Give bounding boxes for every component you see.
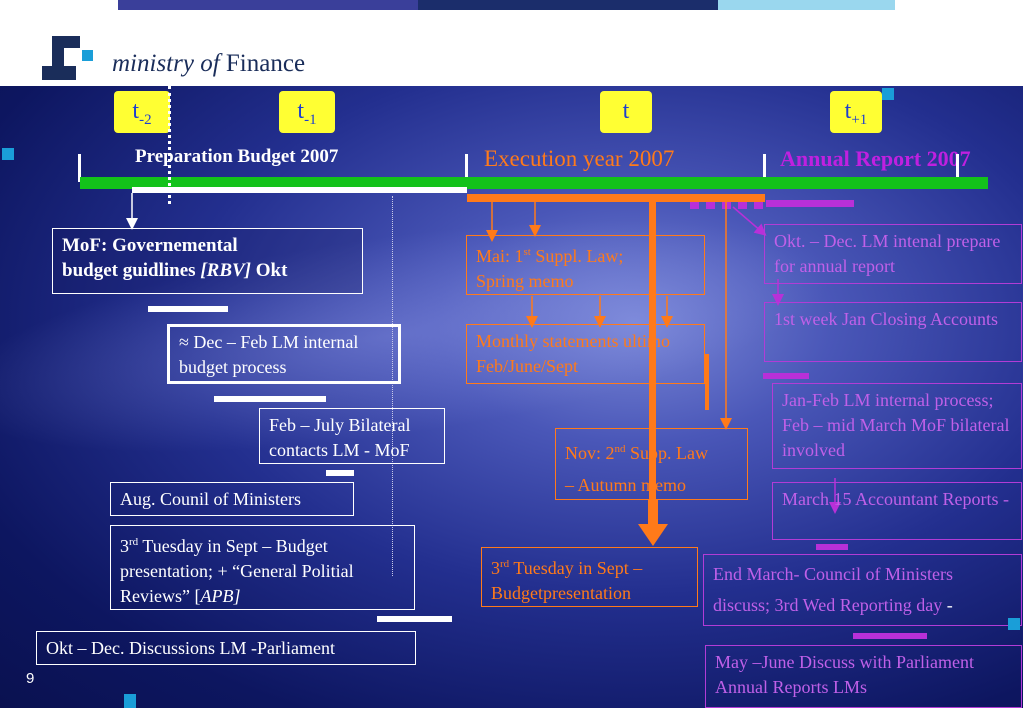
phase-preparation: Preparation Budget 2007 xyxy=(135,146,339,167)
dotted-line xyxy=(168,86,171,204)
top-strip-2 xyxy=(118,0,418,10)
may-june-box: May –June Discuss with Parliament Annual… xyxy=(705,645,1022,708)
marker-t-minus-2: t-2 xyxy=(114,91,170,133)
budget-presentation-box: 3rd Tuesday in Sept – Budget presentatio… xyxy=(110,525,415,610)
logo-text-plain: Finance xyxy=(225,50,306,77)
separator xyxy=(78,154,81,182)
deco-square xyxy=(124,694,136,708)
deco-square xyxy=(1008,618,1020,630)
ministry-logo-icon xyxy=(42,36,93,80)
separator xyxy=(763,154,766,182)
phase-annual-report: Annual Report 2007 xyxy=(780,146,971,171)
closing-accounts-box: 1st week Jan Closing Accounts xyxy=(764,302,1022,362)
marker-t-plus-1: t+1 xyxy=(830,91,882,133)
white-bar xyxy=(148,306,228,312)
arrow-down-icon xyxy=(638,500,668,546)
purple-bar xyxy=(816,544,848,550)
page-number: 9 xyxy=(26,670,35,687)
separator xyxy=(465,154,468,182)
mof-line1: MoF: Governemental xyxy=(62,235,238,256)
march15-box: March 15 Accountant Reports - xyxy=(772,482,1022,540)
bilateral-box: Feb – July Bilateral contacts LM - MoF xyxy=(259,408,445,464)
white-bar xyxy=(214,396,326,402)
suppl-law-2-box: Nov: 2nd Supp. Law – Autumn memo xyxy=(555,428,748,500)
timeline-green-bar xyxy=(80,177,988,189)
slide: t-2 t-1 t t+1 Preparation Budget 2007 Ex… xyxy=(0,86,1023,708)
deco-square xyxy=(2,148,14,160)
discussions-box: Okt – Dec. Discussions LM -Parliament xyxy=(36,631,416,665)
marker-t-minus-1: t-1 xyxy=(279,91,335,133)
mof-line2: budget guidlines [RBV] Okt xyxy=(62,260,288,281)
top-strip-3 xyxy=(418,0,718,10)
annual-dashed-bar xyxy=(690,202,766,209)
white-bar xyxy=(377,616,452,622)
annual-bar xyxy=(766,200,854,207)
execution-bar xyxy=(467,194,765,202)
execution-branch xyxy=(705,354,709,410)
top-strip-5 xyxy=(895,0,1023,10)
lm-internal-box: ≈ Dec – Feb LM internal budget process xyxy=(167,324,401,384)
mof-guidelines-box: MoF: Governemental budget guidlines [RBV… xyxy=(52,228,363,294)
purple-bar xyxy=(763,373,809,379)
marker-t: t xyxy=(600,91,652,133)
purple-bar xyxy=(853,633,927,639)
header: ministry of Finance xyxy=(0,10,1023,86)
preparation-bar xyxy=(132,187,467,193)
deco-square xyxy=(882,88,894,100)
budgetpresentation-box: 3rd Tuesday in Sept – Budgetpresentation xyxy=(481,547,698,607)
monthly-statements-box: Monthly statements ultimo Feb/June/Sept xyxy=(466,324,705,384)
top-strip-4 xyxy=(718,0,895,10)
logo-text: ministry of Finance xyxy=(112,50,305,78)
connector-arrows xyxy=(126,193,841,514)
logo-text-italic: ministry of xyxy=(112,50,220,77)
phase-execution: Execution year 2007 xyxy=(484,146,675,171)
jan-feb-box: Jan-Feb LM internal process; Feb – mid M… xyxy=(772,383,1022,469)
top-strip-1 xyxy=(0,0,118,10)
okt-dec-box: Okt. – Dec. LM intenal prepare for annua… xyxy=(764,224,1022,284)
white-bar xyxy=(326,470,354,476)
council-box: Aug. Counil of Ministers xyxy=(110,482,354,516)
end-march-box: End March- Council of Ministers discuss;… xyxy=(703,554,1022,626)
execution-vertical xyxy=(649,202,656,504)
separator xyxy=(956,154,959,182)
dotted-line xyxy=(392,196,393,576)
suppl-law-1-box: Mai: 1st Suppl. Law; Spring memo xyxy=(466,235,705,295)
